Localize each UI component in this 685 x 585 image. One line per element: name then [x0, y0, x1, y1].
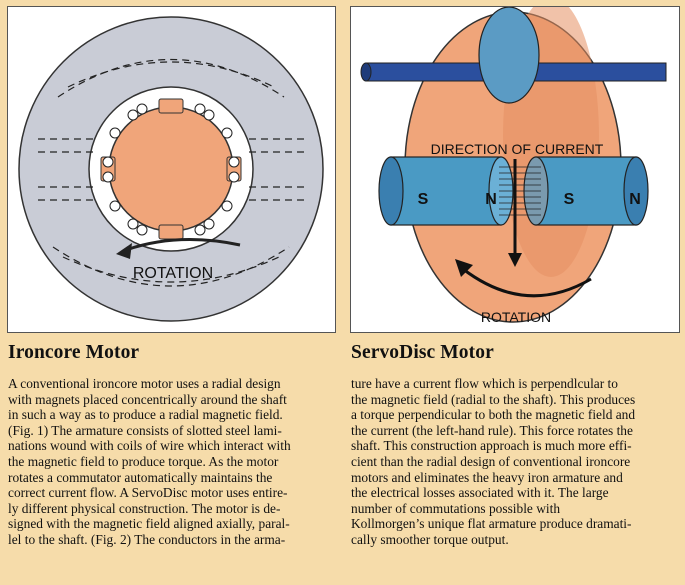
text-line: in such a way as to produce a radial mag… — [8, 407, 283, 423]
right-body-text: ture have a current flow which is perpen… — [351, 376, 677, 548]
text-line: a torque perpendicular to both the magne… — [351, 407, 636, 423]
text-line: lel to the shaft. (Fig. 2) The conductor… — [8, 531, 286, 547]
servodisc-rotation-label: ROTATION — [481, 309, 551, 325]
ironcore-heading: Ironcore Motor — [8, 342, 140, 363]
pole-s-right: S — [564, 191, 575, 208]
coil-slots — [102, 103, 240, 236]
rotation-arrow-icon — [125, 238, 241, 252]
text-line: cient than the radial design of conventi… — [351, 453, 631, 469]
left-magnet — [378, 156, 514, 226]
text-line: Kollmorgen’s unique flat armature produc… — [351, 516, 632, 532]
shaft-end — [360, 62, 372, 82]
pole-n-right: N — [629, 191, 641, 208]
text-line: A conventional ironcore motor uses a rad… — [8, 376, 281, 391]
text-line: the magnetic field (radial to the shaft)… — [351, 391, 636, 407]
left-body-text: A conventional ironcore motor uses a rad… — [8, 376, 334, 548]
pole-n-left: N — [485, 191, 497, 208]
ironcore-diagram: ROTATION — [18, 16, 324, 322]
text-line: number of commutations possible with — [351, 500, 561, 516]
text-line: correct current flow. A ServoDisc motor … — [8, 485, 288, 501]
text-line: ly different physical construction. The … — [8, 500, 281, 516]
ironcore-figure: ROTATION — [7, 6, 336, 333]
text-line: the magnetic field to produce torque. As… — [8, 453, 279, 469]
text-line: cally smoother torque output. — [351, 531, 509, 547]
armature-core — [108, 106, 234, 232]
disc-hub — [478, 6, 540, 104]
text-line: the electrical losses associated with it… — [351, 485, 609, 501]
text-line: motors and eliminates the heavy iron arm… — [351, 469, 623, 485]
text-line: nations wound with coils of wire which i… — [8, 438, 291, 454]
text-line: the current (the left-hand rule). This f… — [351, 422, 633, 438]
text-line: ture have a current flow which is perpen… — [351, 376, 618, 391]
conductor-lines — [499, 166, 541, 216]
direction-of-current-label: DIRECTION OF CURRENT — [431, 141, 604, 157]
stator-field-lines — [33, 59, 309, 287]
text-line: signed with the magnetic field aligned a… — [8, 516, 290, 532]
servodisc-heading: ServoDisc Motor — [351, 342, 494, 363]
current-arrowhead-icon — [508, 253, 522, 267]
text-line: rotates a commutator automatically maint… — [8, 469, 273, 485]
disc-rotation-arrow-icon — [462, 267, 592, 298]
servodisc-figure: DIRECTION OF CURRENT S N S N ROTATION — [350, 0, 680, 333]
ironcore-rotation-label: ROTATION — [133, 265, 213, 282]
disc-rotation-arrowhead-icon — [455, 259, 473, 277]
servodisc-diagram: DIRECTION OF CURRENT S N S N ROTATION — [360, 0, 667, 325]
rotation-arrowhead-icon — [116, 243, 132, 259]
text-line: shaft. This construction approach is muc… — [351, 438, 632, 454]
text-line: with magnets placed concentrically aroun… — [8, 391, 287, 407]
text-line: (Fig. 1) The armature consists of slotte… — [8, 422, 282, 438]
pole-s-left: S — [418, 191, 429, 208]
